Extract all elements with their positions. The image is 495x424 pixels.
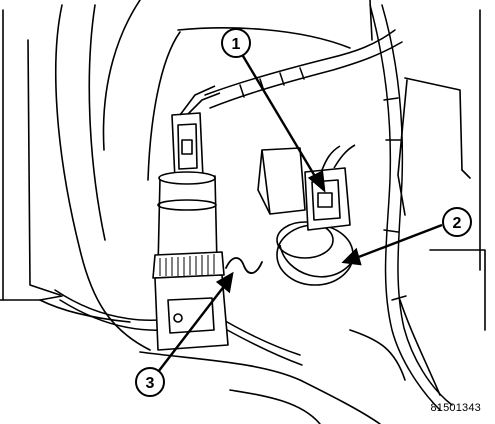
callout-2: 2 [442, 207, 472, 237]
leader-arrowhead-3 [215, 271, 234, 294]
leader-line-2 [355, 223, 443, 260]
callout-3-circle [135, 367, 165, 397]
sensor-electrical-connector [304, 144, 356, 231]
sensor-mount-bracket [257, 147, 306, 215]
callout-1: 1 [221, 28, 251, 58]
leader-line-3 [157, 284, 226, 373]
sensor-body [276, 221, 354, 286]
leader-arrowhead-1 [307, 170, 326, 193]
callout-1-circle [221, 28, 251, 58]
wire-harnesses [54, 4, 453, 411]
callout-2-label: 2 [453, 215, 462, 232]
callout-3: 3 [135, 367, 165, 397]
leader-line-1 [241, 55, 318, 179]
washer-pump-assembly [152, 85, 229, 351]
callout-1-label: 1 [232, 36, 241, 53]
figure-number: 81501343 [430, 402, 481, 414]
callout-2-circle [442, 207, 472, 237]
wave-symbol [225, 257, 263, 274]
callout-3-label: 3 [146, 375, 155, 392]
callout-leaders [157, 55, 443, 373]
leader-arrowhead-2 [341, 247, 362, 266]
